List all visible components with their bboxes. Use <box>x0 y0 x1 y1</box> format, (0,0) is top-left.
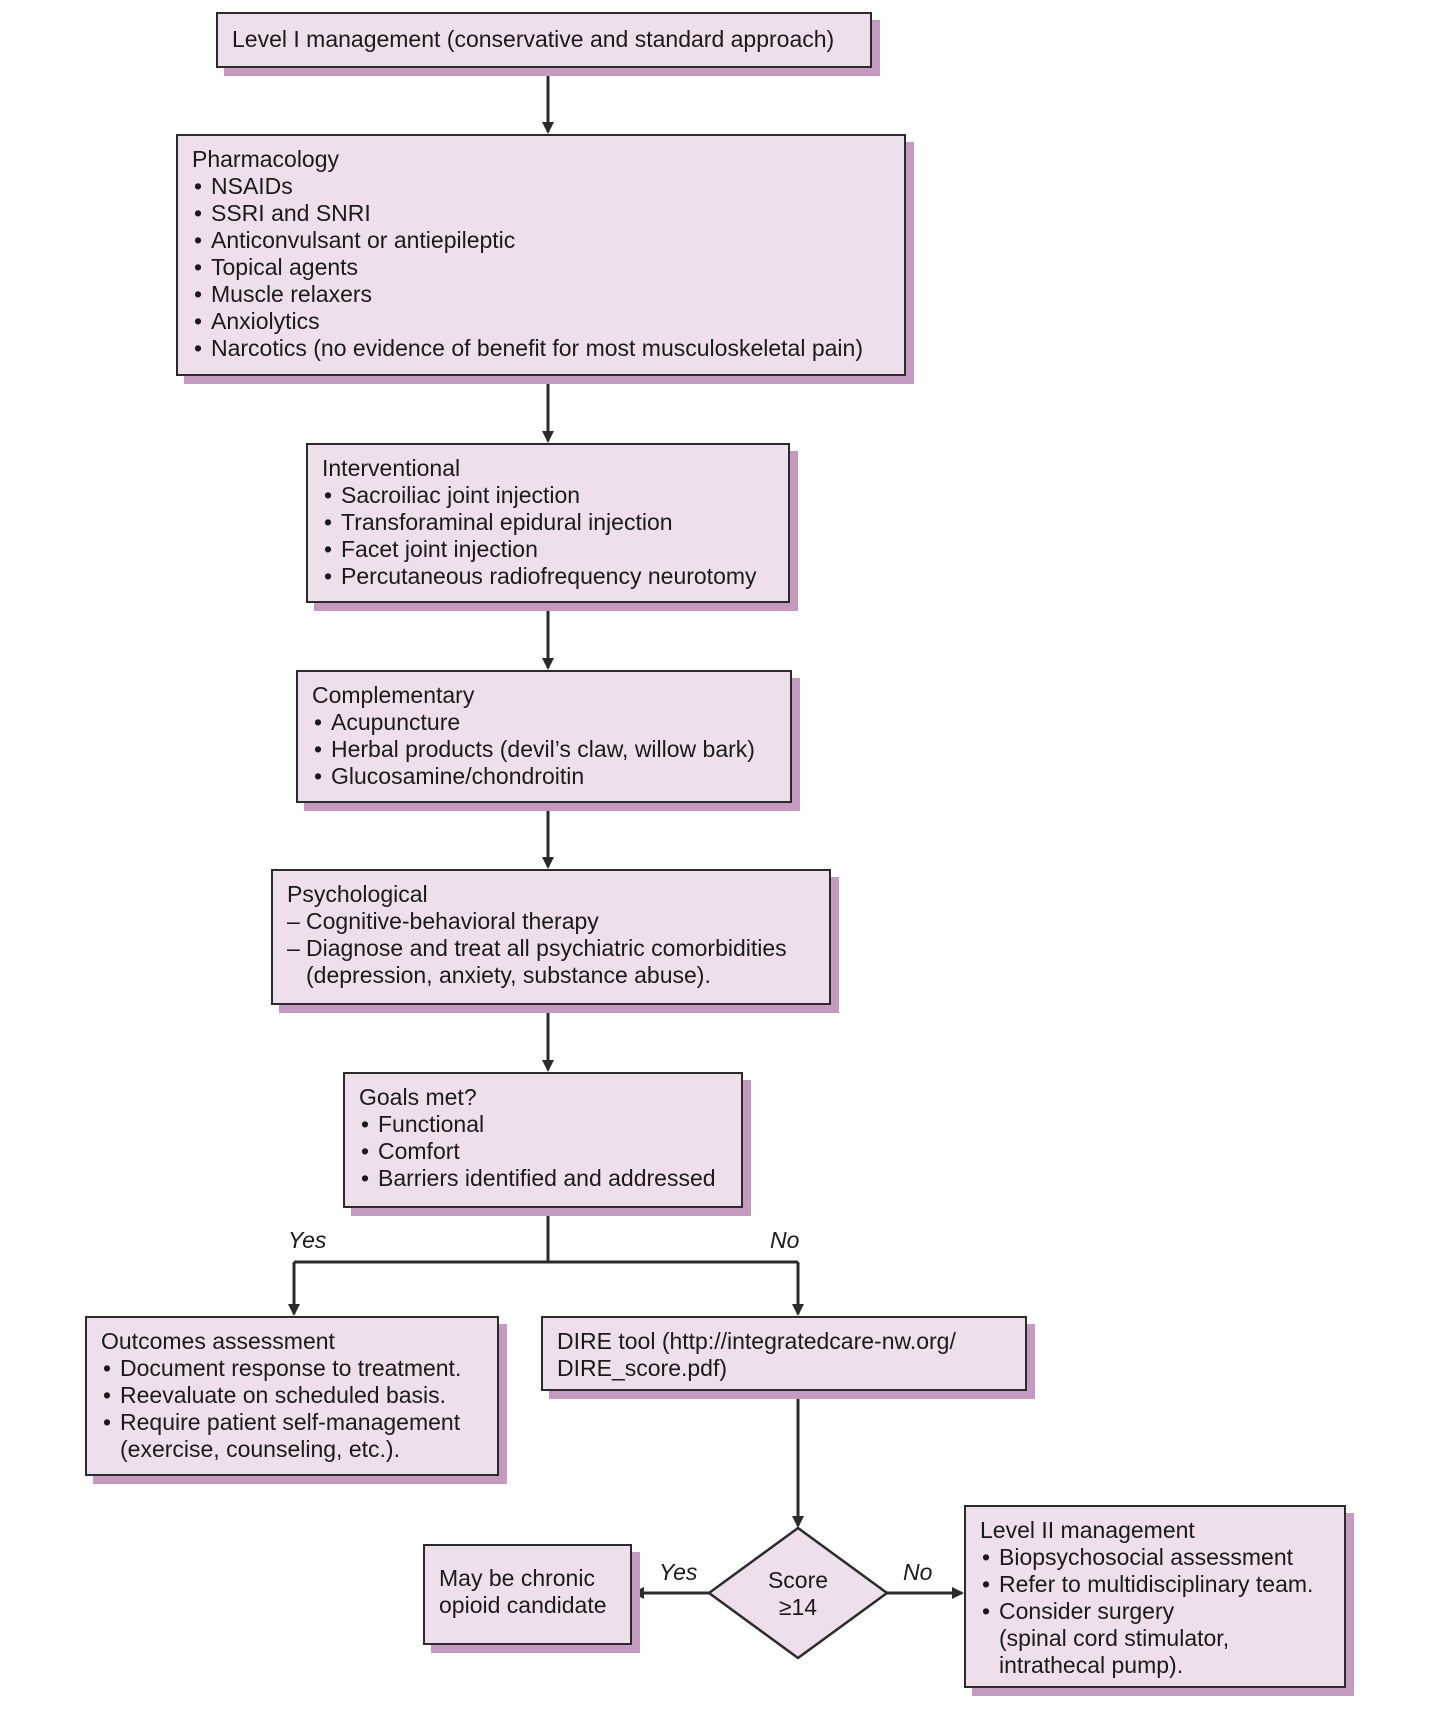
psychological-box: Psychological Cognitive-behavioral thera… <box>271 869 831 1005</box>
list-item: Narcotics (no evidence of benefit for mo… <box>192 335 890 362</box>
pharmacology-list: NSAIDs SSRI and SNRI Anticonvulsant or a… <box>192 173 890 362</box>
decision-line1: Score <box>767 1567 829 1593</box>
list-item-continuation: (depression, anxiety, substance abuse). <box>306 962 711 988</box>
level2-list: Biopsychosocial assessment Refer to mult… <box>980 1544 1330 1679</box>
goals-yes-label: Yes <box>288 1227 327 1253</box>
list-item: Diagnose and treat all psychiatric comor… <box>287 935 815 989</box>
pharmacology-box: Pharmacology NSAIDs SSRI and SNRI Antico… <box>176 134 906 376</box>
interventional-box: Interventional Sacroiliac joint injectio… <box>306 443 790 603</box>
list-item: Barriers identified and addressed <box>359 1165 727 1192</box>
list-item: Document response to treatment. <box>101 1355 483 1382</box>
list-item: Anxiolytics <box>192 308 890 335</box>
interventional-list: Sacroiliac joint injection Transforamina… <box>322 482 774 590</box>
level1-title: Level I management (conservative and sta… <box>232 26 835 52</box>
list-item: Herbal products (devil’s claw, willow ba… <box>312 736 776 763</box>
opioid-line2: opioid candidate <box>439 1592 607 1618</box>
opioid-box: May be chronic opioid candidate <box>423 1544 632 1645</box>
list-item: Anticonvulsant or antiepileptic <box>192 227 890 254</box>
complementary-box: Complementary Acupuncture Herbal product… <box>296 670 792 803</box>
psychological-list: Cognitive-behavioral therapy Diagnose an… <box>287 908 815 989</box>
list-item: Acupuncture <box>312 709 776 736</box>
list-item: Cognitive-behavioral therapy <box>287 908 815 935</box>
list-item: Functional <box>359 1111 727 1138</box>
complementary-list: Acupuncture Herbal products (devil’s cla… <box>312 709 776 790</box>
list-item: Sacroiliac joint injection <box>322 482 774 509</box>
list-item: Muscle relaxers <box>192 281 890 308</box>
dire-line1: DIRE tool (http://integratedcare-nw.org/ <box>557 1328 956 1354</box>
pharmacology-title: Pharmacology <box>192 146 340 172</box>
list-item-text: Consider surgery <box>999 1598 1175 1624</box>
list-item: Biopsychosocial assessment <box>980 1544 1330 1571</box>
decision-line2: ≥14 <box>778 1594 818 1620</box>
list-item-text: Require patient self-management <box>120 1409 461 1435</box>
list-item-continuation: (exercise, counseling, etc.). <box>120 1436 400 1462</box>
list-item-continuation: (spinal cord stimulator, <box>999 1625 1230 1651</box>
dire-box: DIRE tool (http://integratedcare-nw.org/… <box>541 1316 1027 1391</box>
outcomes-box: Outcomes assessment Document response to… <box>85 1316 499 1476</box>
outcomes-list: Document response to treatment. Reevalua… <box>101 1355 483 1463</box>
decision-diamond <box>706 1526 890 1660</box>
complementary-title: Complementary <box>312 682 475 708</box>
level2-box: Level II management Biopsychosocial asse… <box>964 1505 1346 1688</box>
psychological-title: Psychological <box>287 881 428 907</box>
interventional-title: Interventional <box>322 455 461 481</box>
list-item: Reevaluate on scheduled basis. <box>101 1382 483 1409</box>
list-item: Topical agents <box>192 254 890 281</box>
list-item: Comfort <box>359 1138 727 1165</box>
list-item: Consider surgery(spinal cord stimulator,… <box>980 1598 1330 1679</box>
list-item: SSRI and SNRI <box>192 200 890 227</box>
opioid-line1: May be chronic <box>439 1565 595 1591</box>
list-item-continuation: intrathecal pump). <box>999 1652 1184 1678</box>
list-item-text: Diagnose and treat all psychiatric comor… <box>306 935 787 961</box>
goals-box: Goals met? Functional Comfort Barriers i… <box>343 1072 743 1208</box>
level1-box: Level I management (conservative and sta… <box>216 12 872 68</box>
goals-title: Goals met? <box>359 1084 477 1110</box>
decision-label: Score ≥14 <box>718 1567 878 1621</box>
list-item: Percutaneous radiofrequency neurotomy <box>322 563 774 590</box>
dire-line2: DIRE_score.pdf) <box>557 1355 728 1381</box>
list-item: Refer to multidisciplinary team. <box>980 1571 1330 1598</box>
goals-list: Functional Comfort Barriers identified a… <box>359 1111 727 1192</box>
goals-no-label: No <box>770 1227 800 1253</box>
score-no-label: No <box>903 1559 933 1585</box>
score-yes-label: Yes <box>659 1559 698 1585</box>
list-item: NSAIDs <box>192 173 890 200</box>
list-item: Glucosamine/chondroitin <box>312 763 776 790</box>
outcomes-title: Outcomes assessment <box>101 1328 335 1354</box>
list-item: Transforaminal epidural injection <box>322 509 774 536</box>
list-item: Require patient self-management(exercise… <box>101 1409 483 1463</box>
list-item: Facet joint injection <box>322 536 774 563</box>
level2-title: Level II management <box>980 1517 1195 1543</box>
